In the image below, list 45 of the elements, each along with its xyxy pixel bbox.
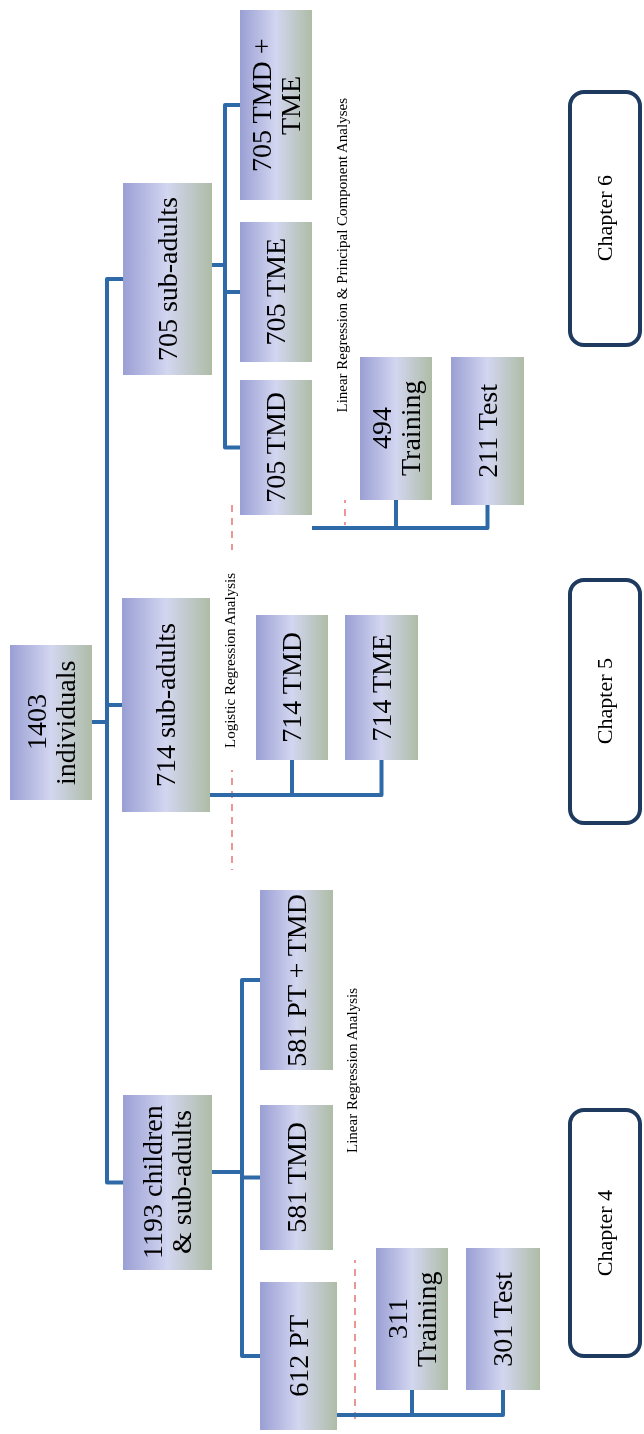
box-label: Chapter 6 [593,175,617,262]
count-box [260,1282,337,1430]
box-label: 301 Test [488,1271,518,1367]
count-box [451,357,524,505]
box-label: 612 PT [283,1315,314,1397]
count-box [10,645,92,800]
box-label: 1403 individuals [21,659,81,787]
box-label: 714 TME [366,633,397,742]
count-box [256,615,328,760]
connector-line [212,978,260,1174]
count-box [240,10,312,200]
count-box [360,357,432,500]
chapter-box [568,578,642,825]
box-label: 1193 children & sub-adults [138,1104,197,1262]
box-label: Chapter 5 [593,658,617,745]
box-label: 211 Test [472,384,503,478]
count-box [466,1248,540,1390]
box-label: 311 Training [382,1270,442,1369]
count-box [123,183,212,375]
box-label: 714 sub-adults [151,622,181,788]
chapter-box [568,90,642,347]
box-label: 705 TMD [261,392,291,503]
count-box [122,598,210,812]
box-label: 705 TMD + TME [246,37,306,174]
count-box [123,1095,212,1270]
connector-line [92,277,123,724]
box-label: 705 TME [261,238,291,346]
analysis-label: Linear Regression & Principal Component Analyses [332,97,351,413]
count-box [376,1248,448,1390]
box-label: 705 sub-adults [152,196,183,362]
count-box [240,380,312,515]
box-label: 494 Training [366,379,426,479]
connector-line [337,1390,505,1417]
chapter-box [568,1108,642,1358]
count-box [260,1105,333,1250]
connector-line [212,103,240,267]
count-box [260,890,333,1070]
analysis-label: Logistic Regression Analysis [220,572,239,748]
box-label: Chapter 4 [593,1189,617,1277]
box-label: 581 TMD [281,1122,312,1233]
count-box [240,222,312,362]
count-box [345,615,418,760]
analysis-label: Linear Regression Analysis [342,987,361,1153]
box-label: 714 TMD [277,632,307,743]
box-label: 581 PT + TMD [281,893,312,1067]
